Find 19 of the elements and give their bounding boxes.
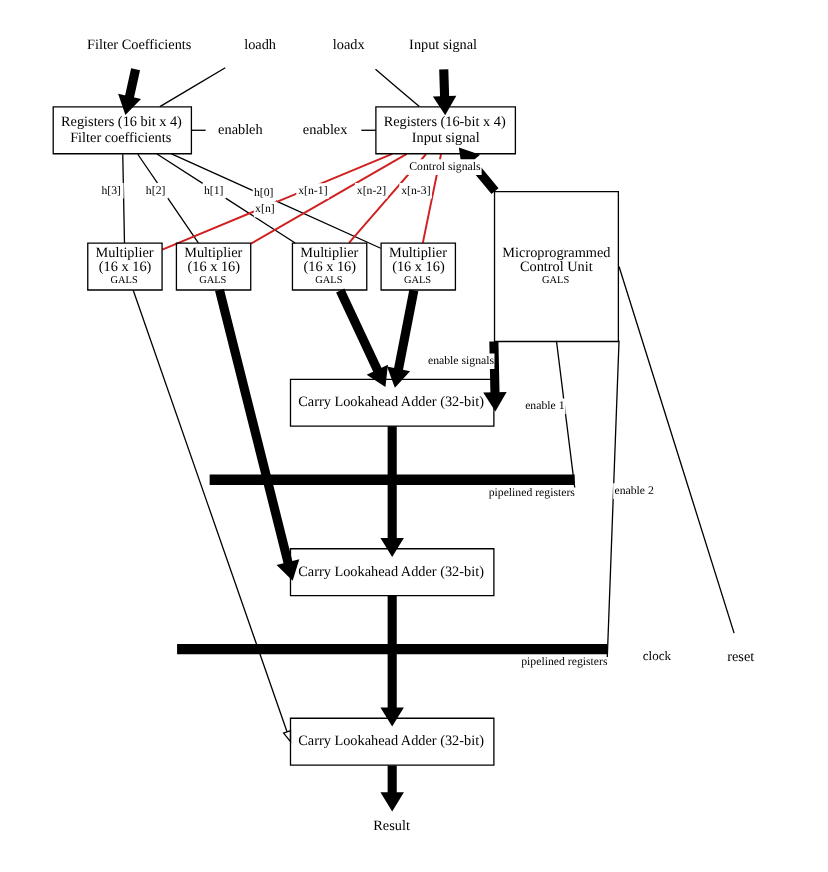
connector xyxy=(373,68,419,108)
connector xyxy=(136,153,198,244)
arrow xyxy=(379,426,403,558)
arrow xyxy=(379,765,403,812)
connector xyxy=(155,153,295,244)
arrow xyxy=(379,595,403,727)
node-bar xyxy=(176,643,607,655)
arrow xyxy=(214,288,299,581)
arrow xyxy=(131,289,291,744)
connector xyxy=(617,265,734,634)
arrow xyxy=(386,289,418,388)
arrow xyxy=(117,68,141,116)
connector xyxy=(121,153,125,244)
arrow xyxy=(431,69,456,116)
node-bar xyxy=(208,474,574,485)
connector xyxy=(158,67,225,108)
connector xyxy=(605,340,619,658)
connector xyxy=(554,340,575,489)
arrow xyxy=(482,341,506,412)
